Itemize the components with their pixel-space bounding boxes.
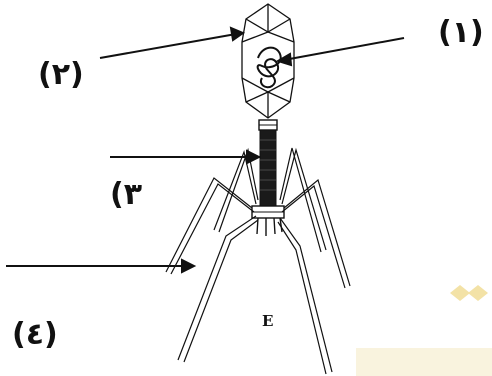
- tail-fiber: [170, 183, 255, 275]
- capsid-facet-line: [241, 31, 269, 43]
- arrow-1-head: [275, 52, 293, 67]
- tail-fiber: [177, 215, 257, 361]
- tail-sheath: [259, 129, 277, 207]
- watermark-diamond: [450, 285, 470, 301]
- tail-fiber: [277, 221, 327, 375]
- tail-pins: [256, 217, 283, 236]
- tail-fiber: [283, 178, 351, 287]
- label-1: (١): [438, 15, 484, 50]
- tail-fiber: [281, 147, 327, 251]
- capsid-facet-line: [241, 77, 269, 93]
- tail-fiber: [218, 147, 259, 233]
- label-arrows: [6, 26, 405, 274]
- watermark-ornament: [356, 285, 492, 376]
- capsid-facet-line: [267, 77, 295, 93]
- tail-sheath-rings: [260, 139, 276, 191]
- tail-fiber: [279, 217, 333, 373]
- tail-fiber: [183, 219, 259, 363]
- tail-fiber: [213, 149, 257, 231]
- watermark-diamond: [468, 285, 488, 301]
- tail-fiber: [279, 147, 322, 253]
- arrow-1: [283, 37, 405, 61]
- label-4: (٤): [12, 317, 58, 352]
- label-3: (٣: [110, 177, 142, 212]
- watermark-bar: [356, 348, 492, 376]
- dna-coil: [256, 46, 282, 89]
- arrow-2-head: [229, 26, 246, 42]
- arrow-2: [99, 33, 237, 59]
- capsid-facet-line: [267, 31, 295, 43]
- phage-head: [241, 3, 295, 119]
- tail-fiber: [281, 184, 346, 289]
- arrow-3-head: [246, 149, 262, 165]
- label-2: (٢): [38, 57, 84, 92]
- letter-e: E: [262, 312, 273, 330]
- tail-fiber: [165, 177, 253, 273]
- tail-fibers: [165, 147, 351, 375]
- arrow-4-head: [181, 258, 197, 274]
